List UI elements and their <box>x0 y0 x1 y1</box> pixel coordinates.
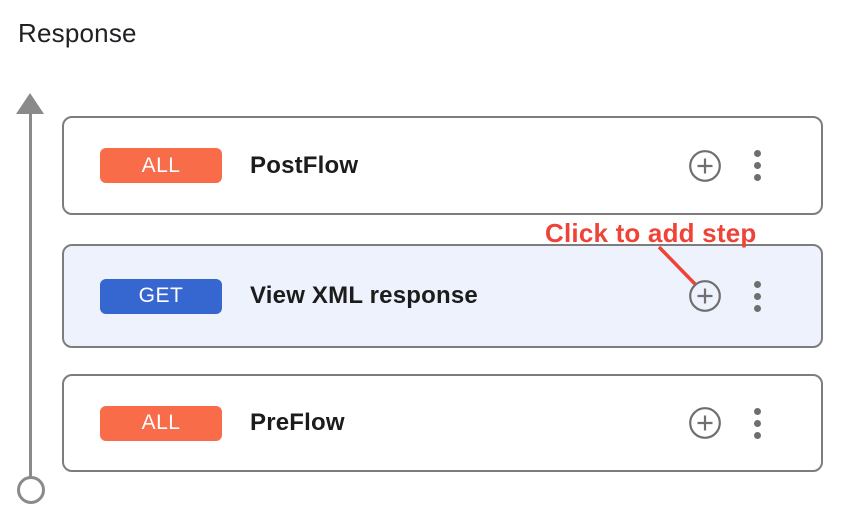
flow-card-preflow[interactable]: ALL PreFlow <box>62 374 823 472</box>
plus-circle-icon <box>689 280 721 312</box>
kebab-menu-icon <box>754 280 761 288</box>
kebab-menu-icon <box>754 431 761 439</box>
kebab-menu-icon <box>754 150 761 157</box>
kebab-menu-icon <box>754 174 761 181</box>
kebab-menu-icon <box>754 407 761 415</box>
kebab-menu-icon <box>754 419 761 427</box>
flow-name: PreFlow <box>250 409 345 436</box>
kebab-menu-icon <box>754 292 761 300</box>
add-step-button[interactable] <box>688 279 722 313</box>
timeline-arrowhead-icon <box>16 93 44 114</box>
verb-badge: GET <box>100 278 222 314</box>
verb-badge: ALL <box>100 405 222 441</box>
more-options-button[interactable] <box>754 280 761 312</box>
kebab-menu-icon <box>754 304 761 312</box>
plus-circle-icon <box>689 407 721 439</box>
add-step-button[interactable] <box>688 406 722 440</box>
add-step-button[interactable] <box>688 149 722 183</box>
timeline-start-circle-icon <box>17 476 45 504</box>
flow-name: View XML response <box>250 282 478 309</box>
page-title: Response <box>18 18 137 48</box>
flow-card-postflow[interactable]: ALL PostFlow <box>62 116 823 215</box>
kebab-menu-icon <box>754 162 761 169</box>
flow-name: PostFlow <box>250 151 359 179</box>
more-options-button[interactable] <box>754 407 761 439</box>
flow-card-view-xml-response[interactable]: GET View XML response <box>62 244 823 348</box>
plus-circle-icon <box>689 149 721 182</box>
verb-badge: ALL <box>100 148 222 183</box>
annotation-label: Click to add step <box>545 218 757 248</box>
more-options-button[interactable] <box>754 150 761 181</box>
timeline-line <box>29 110 32 478</box>
